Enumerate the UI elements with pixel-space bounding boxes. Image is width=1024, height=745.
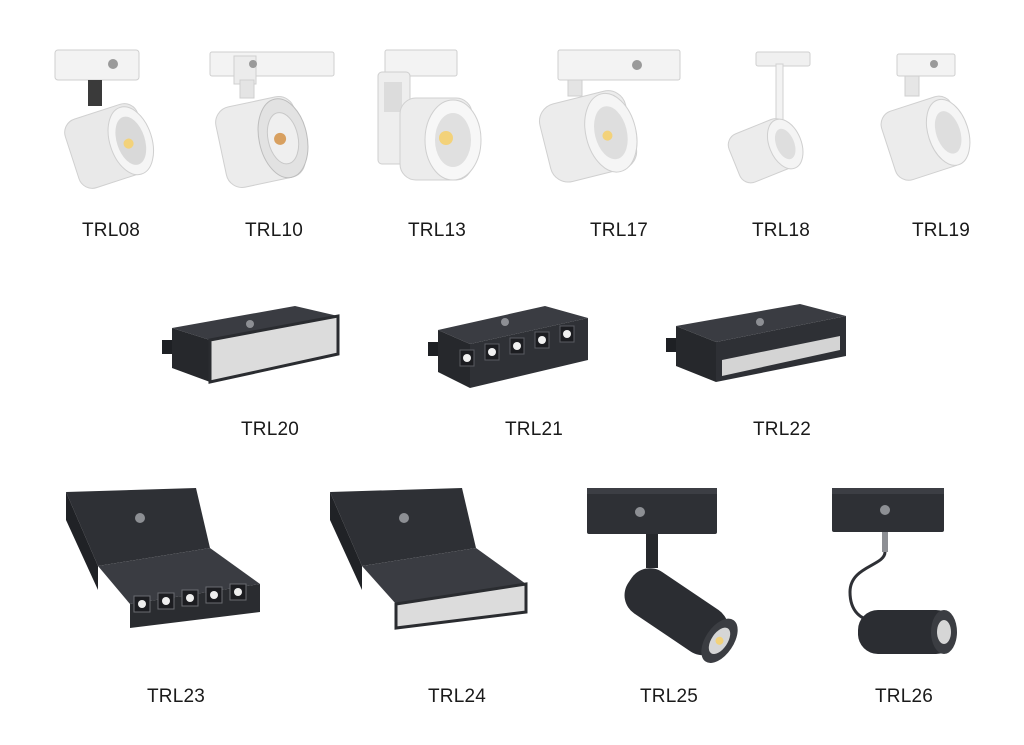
product-label: TRL25 — [639, 686, 699, 707]
track-light-trl08-image — [54, 49, 155, 189]
linear-light-trl20-image — [162, 306, 340, 384]
product-label: TRL08 — [81, 220, 141, 241]
track-light-trl10-image — [209, 51, 335, 188]
product-label: TRL10 — [244, 220, 304, 241]
magnetic-pendant-trl26-image — [832, 488, 957, 654]
product-label: TRL19 — [911, 220, 971, 241]
product-label: TRL18 — [751, 220, 811, 241]
track-light-trl17-image — [539, 49, 681, 183]
product-label: TRL26 — [874, 686, 934, 707]
product-label: TRL17 — [589, 220, 649, 241]
product-label: TRL21 — [504, 419, 564, 440]
product-label: TRL23 — [146, 686, 206, 707]
track-light-trl19-image — [880, 53, 971, 181]
product-label: TRL20 — [240, 419, 300, 440]
product-label: TRL13 — [407, 220, 467, 241]
folding-light-trl24-image — [330, 488, 528, 630]
product-label: TRL22 — [752, 419, 812, 440]
folding-light-trl23-image — [66, 488, 260, 628]
track-light-trl18-image — [727, 51, 811, 184]
linear-light-trl22-image — [666, 304, 846, 382]
track-light-trl13-image — [377, 49, 482, 181]
magnetic-spot-trl25-image — [587, 488, 738, 663]
linear-light-trl21-image — [428, 306, 588, 388]
product-label: TRL24 — [427, 686, 487, 707]
